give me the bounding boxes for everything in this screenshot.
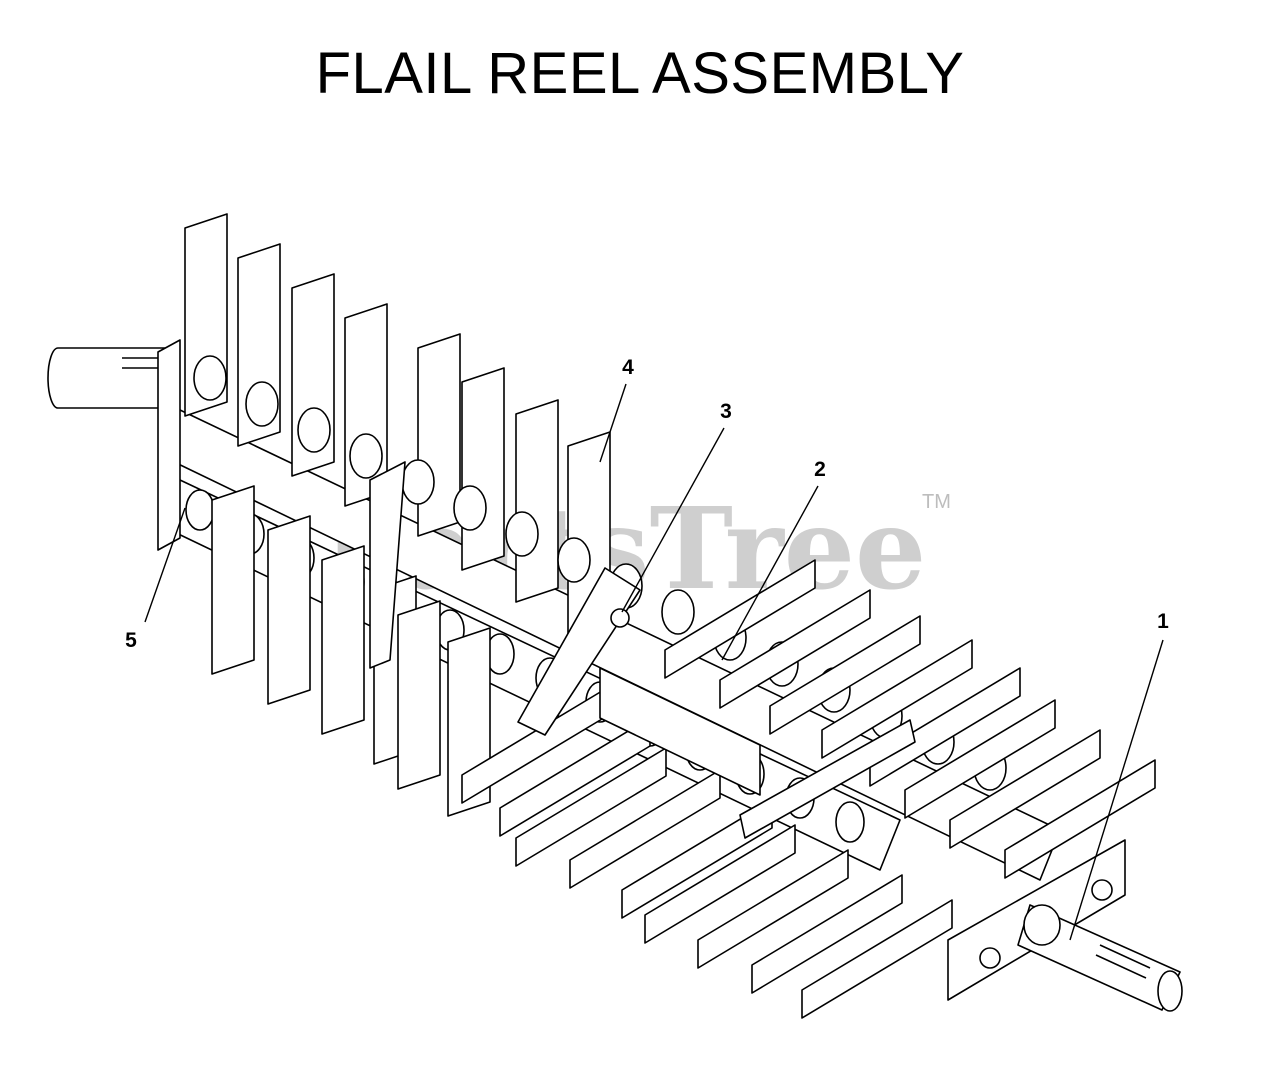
right-plate-bolt-lower: [979, 947, 1001, 969]
spacer-roller: [401, 459, 435, 505]
spacer-roller: [453, 485, 487, 531]
leader-1: [1069, 639, 1164, 941]
callout-3: 3: [720, 400, 732, 423]
callout-4: 4: [622, 356, 634, 379]
flail-blade: [569, 769, 721, 889]
callout-2: 2: [814, 458, 826, 481]
spacer-roller: [557, 537, 591, 583]
right-mid-plate: [739, 719, 916, 839]
page-title: FLAIL REEL ASSEMBLY: [315, 41, 965, 106]
center-support-plate: [517, 567, 641, 736]
left-shaft-end: [47, 347, 166, 409]
watermark-trademark: TM: [922, 491, 951, 513]
spacer-roller: [835, 801, 865, 843]
spacer-roller: [505, 511, 539, 557]
spacer-roller: [297, 407, 331, 453]
flail-blade: [499, 717, 651, 837]
leader-2: [721, 485, 819, 661]
spacer-roller: [661, 589, 695, 635]
spacer-roller: [193, 355, 227, 401]
spacer-roller: [185, 489, 215, 531]
flail-blade: [211, 485, 255, 675]
flail-blade: [267, 515, 311, 705]
flail-blade: [821, 639, 973, 759]
flail-blade: [664, 559, 816, 679]
spacer-roller: [245, 381, 279, 427]
flail-blade: [321, 545, 365, 735]
flail-blade: [801, 899, 953, 1019]
callout-5: 5: [125, 629, 137, 652]
flail-blade: [621, 799, 773, 919]
flail-blade: [397, 600, 441, 790]
flail-blade: [515, 399, 559, 603]
center-bolt: [610, 608, 630, 628]
leader-5: [144, 507, 186, 623]
right-plate-bolt-upper: [1091, 879, 1113, 901]
flail-blade: [461, 367, 505, 571]
leader-3: [621, 427, 725, 613]
flail-blade: [697, 849, 849, 969]
front-blade-row: [461, 559, 1156, 1019]
callout-1: 1: [1157, 610, 1169, 633]
flail-blade: [949, 729, 1101, 849]
flail-blade: [515, 747, 667, 867]
right-shaft-end: [1017, 904, 1183, 1012]
flail-blade: [904, 699, 1056, 819]
flail-blade: [751, 874, 903, 994]
flail-blade: [1004, 759, 1156, 879]
center-sleeve: [599, 667, 761, 796]
left-end-plate: [157, 339, 181, 551]
leader-4: [599, 383, 627, 463]
flail-blade: [644, 824, 796, 944]
spacer-roller: [349, 433, 383, 479]
flail-blade: [719, 589, 871, 709]
flail-blade: [769, 615, 921, 735]
mid-plate: [369, 461, 406, 669]
flail-blade: [869, 667, 1021, 787]
